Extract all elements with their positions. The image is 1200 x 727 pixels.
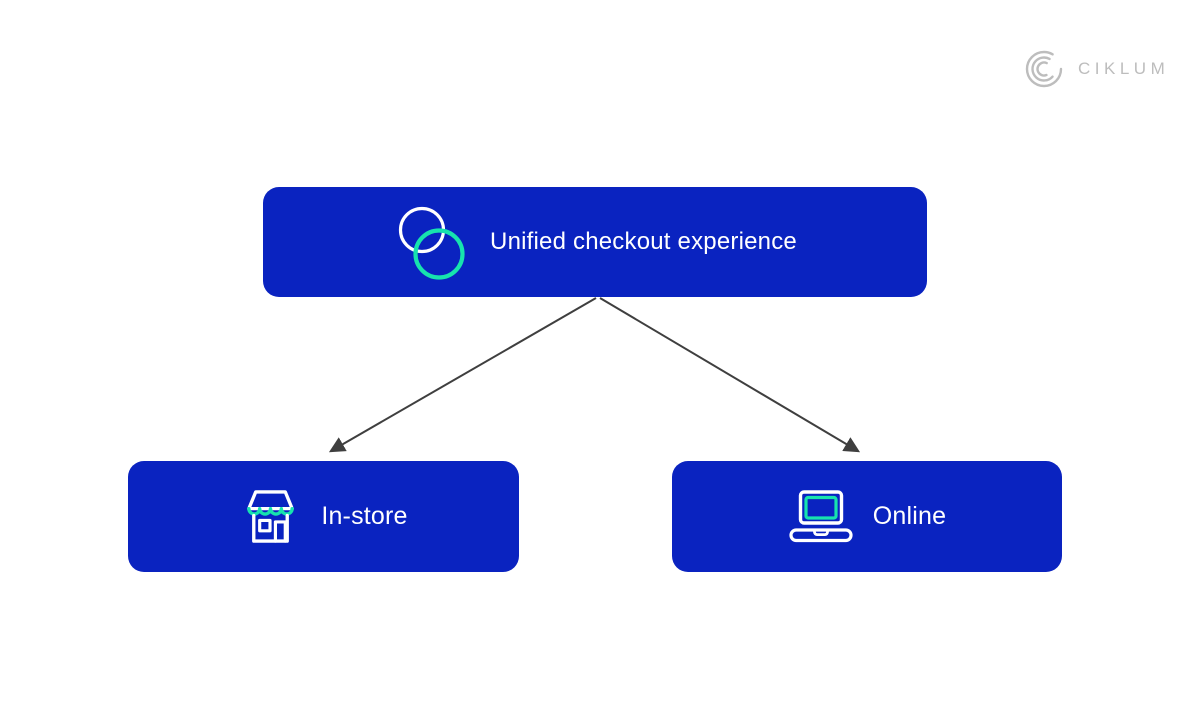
node-label-in-store: In-store — [321, 502, 408, 530]
storefront-icon — [247, 490, 295, 543]
node-label-unified-checkout: Unified checkout experience — [490, 228, 797, 255]
ciklum-mark-icon — [1025, 50, 1063, 88]
arrow-root-to-instore — [328, 297, 597, 453]
arrow-root-to-online — [599, 297, 861, 453]
node-label-online: Online — [872, 502, 947, 530]
laptop-icon — [789, 489, 853, 542]
node-online: Online — [672, 461, 1062, 572]
brand-name: CIKLUM — [1078, 59, 1170, 78]
node-in-store: In-store — [128, 461, 519, 572]
brand-logo: CIKLUM — [1022, 46, 1169, 92]
node-unified-checkout: Unified checkout experience — [263, 187, 927, 297]
overlapping-circles-icon — [398, 206, 465, 280]
